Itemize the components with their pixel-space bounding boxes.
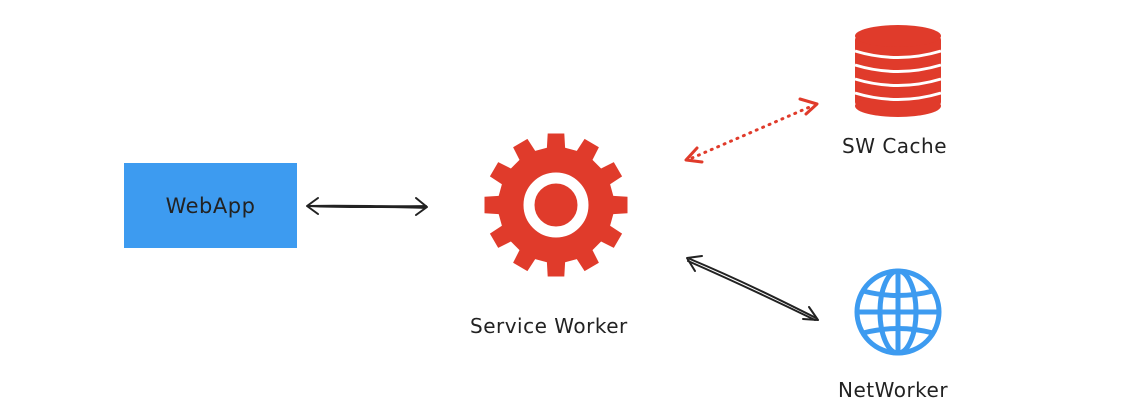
database-icon <box>854 25 942 117</box>
edge-webapp-service-worker <box>306 197 428 216</box>
node-webapp-label: WebApp <box>165 193 256 218</box>
edge-service-worker-network <box>686 255 819 321</box>
globe-icon <box>854 268 942 356</box>
node-service-worker-label: Service Worker <box>470 314 628 338</box>
gear-icon <box>484 133 628 277</box>
gear-body <box>484 133 628 277</box>
node-sw-cache-label: SW Cache <box>842 134 948 158</box>
edge-service-worker-sw-cache <box>684 97 819 164</box>
gear-ring <box>523 172 589 238</box>
node-webapp: WebApp <box>124 163 297 248</box>
node-network-label: NetWorker <box>838 378 949 402</box>
